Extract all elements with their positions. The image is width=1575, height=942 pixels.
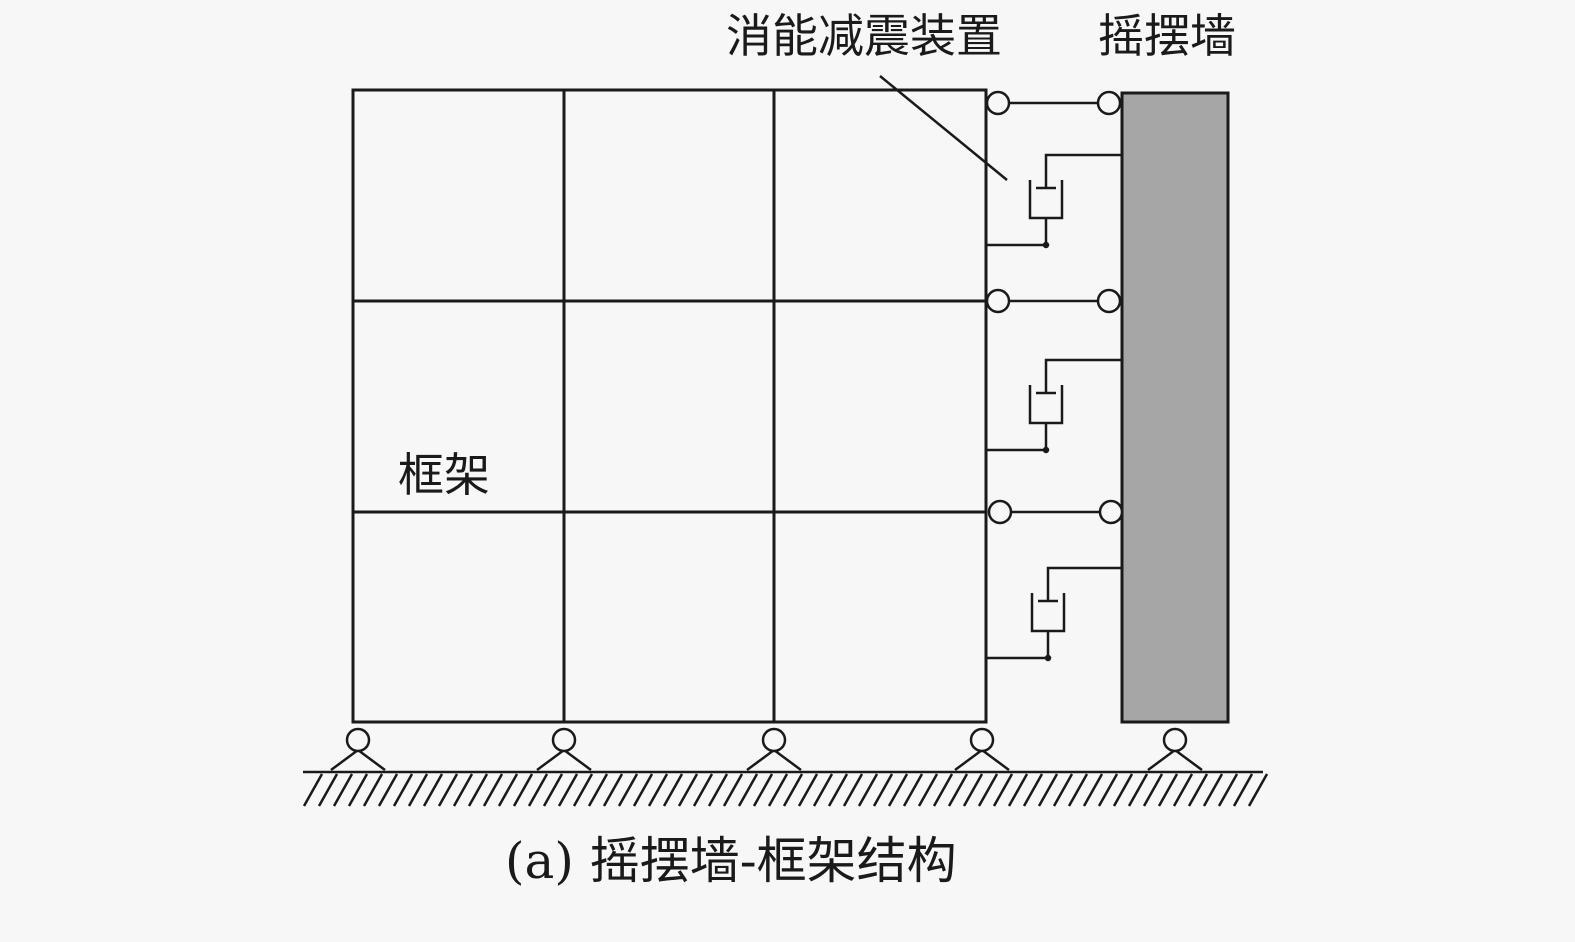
hatch-line <box>527 773 549 807</box>
hatch-line <box>1157 773 1179 807</box>
hatch-line <box>1067 773 1089 807</box>
hatch-line <box>722 773 744 807</box>
hatch-line <box>362 773 384 807</box>
hatch-line <box>932 773 954 807</box>
rocking-wall <box>1120 91 1230 724</box>
pin-support <box>330 727 386 772</box>
hatch-line <box>332 773 354 807</box>
hatch-line <box>842 773 864 807</box>
hatch-line <box>872 773 894 807</box>
hatch-line <box>1022 773 1044 807</box>
hatch-line <box>482 773 504 807</box>
damper <box>986 153 1122 249</box>
damper-leader-line <box>879 75 1008 181</box>
hatch-line <box>752 773 774 807</box>
hatch-line <box>1082 773 1104 807</box>
pin-support <box>954 727 1010 772</box>
hatch-line <box>1202 773 1224 807</box>
hatch-line <box>902 773 924 807</box>
hatch-line <box>1247 773 1269 807</box>
link-rod <box>987 499 1124 525</box>
pin-joint <box>987 499 1013 525</box>
hatch-line <box>632 773 654 807</box>
damper <box>986 358 1122 454</box>
pin-support <box>746 727 802 772</box>
hatch-line <box>602 773 624 807</box>
damper-label: 消能减震装置 <box>726 9 1002 63</box>
hatch-line <box>977 773 999 807</box>
hatch-line <box>512 773 534 807</box>
hatch-line <box>917 773 939 807</box>
hatch-line <box>662 773 684 807</box>
hatch-line <box>947 773 969 807</box>
frame-label: 框架 <box>398 448 490 502</box>
hatch-line <box>677 773 699 807</box>
link-rod <box>985 90 1122 116</box>
hatch-line <box>437 773 459 807</box>
hatch-line <box>317 773 339 807</box>
hatch-line <box>1232 773 1254 807</box>
hatch-line <box>302 773 324 807</box>
hatch-line <box>1142 773 1164 807</box>
frame-outline <box>351 88 988 724</box>
hatch-line <box>737 773 759 807</box>
hatch-line <box>572 773 594 807</box>
pin-joint <box>1096 288 1122 314</box>
pin-joint <box>1096 90 1122 116</box>
dampers <box>986 153 1122 662</box>
hatch-line <box>992 773 1014 807</box>
hatch-line <box>452 773 474 807</box>
hatch-line <box>377 773 399 807</box>
frame <box>351 88 988 724</box>
hatch-line <box>587 773 609 807</box>
pin-support <box>536 727 592 772</box>
hatch-line <box>1037 773 1059 807</box>
hatch-line <box>797 773 819 807</box>
hatch-line <box>407 773 429 807</box>
rocking-wall-label: 摇摆墙 <box>1098 9 1236 63</box>
hatch-line <box>692 773 714 807</box>
pin-joint <box>985 288 1011 314</box>
hatch-line <box>497 773 519 807</box>
hatch-line <box>422 773 444 807</box>
ground-hatching <box>302 773 1269 807</box>
hatch-line <box>1097 773 1119 807</box>
hatch-line <box>347 773 369 807</box>
hatch-line <box>647 773 669 807</box>
hatch-line <box>962 773 984 807</box>
pin-support <box>1147 727 1203 772</box>
hatch-line <box>1112 773 1134 807</box>
hatch-line <box>1217 773 1239 807</box>
hatch-line <box>812 773 834 807</box>
hatch-line <box>782 773 804 807</box>
figure-caption: (a) 摇摆墙-框架结构 <box>505 832 957 890</box>
hatch-line <box>617 773 639 807</box>
hatch-line <box>767 773 789 807</box>
hatch-line <box>1172 773 1194 807</box>
hatch-line <box>1187 773 1209 807</box>
pin-joint <box>985 90 1011 116</box>
hatch-line <box>707 773 729 807</box>
hatch-line <box>1007 773 1029 807</box>
hatch-line <box>827 773 849 807</box>
damper <box>986 566 1122 662</box>
hatch-line <box>1052 773 1074 807</box>
hatch-line <box>557 773 579 807</box>
hatch-line <box>542 773 564 807</box>
hatch-line <box>392 773 414 807</box>
hatch-line <box>467 773 489 807</box>
link-rod <box>985 288 1122 314</box>
ground <box>302 770 1269 807</box>
supports <box>330 727 1203 772</box>
link-rods <box>985 90 1124 525</box>
hatch-line <box>887 773 909 807</box>
hatch-line <box>857 773 879 807</box>
pin-joint <box>1098 499 1124 525</box>
hatch-line <box>1127 773 1149 807</box>
